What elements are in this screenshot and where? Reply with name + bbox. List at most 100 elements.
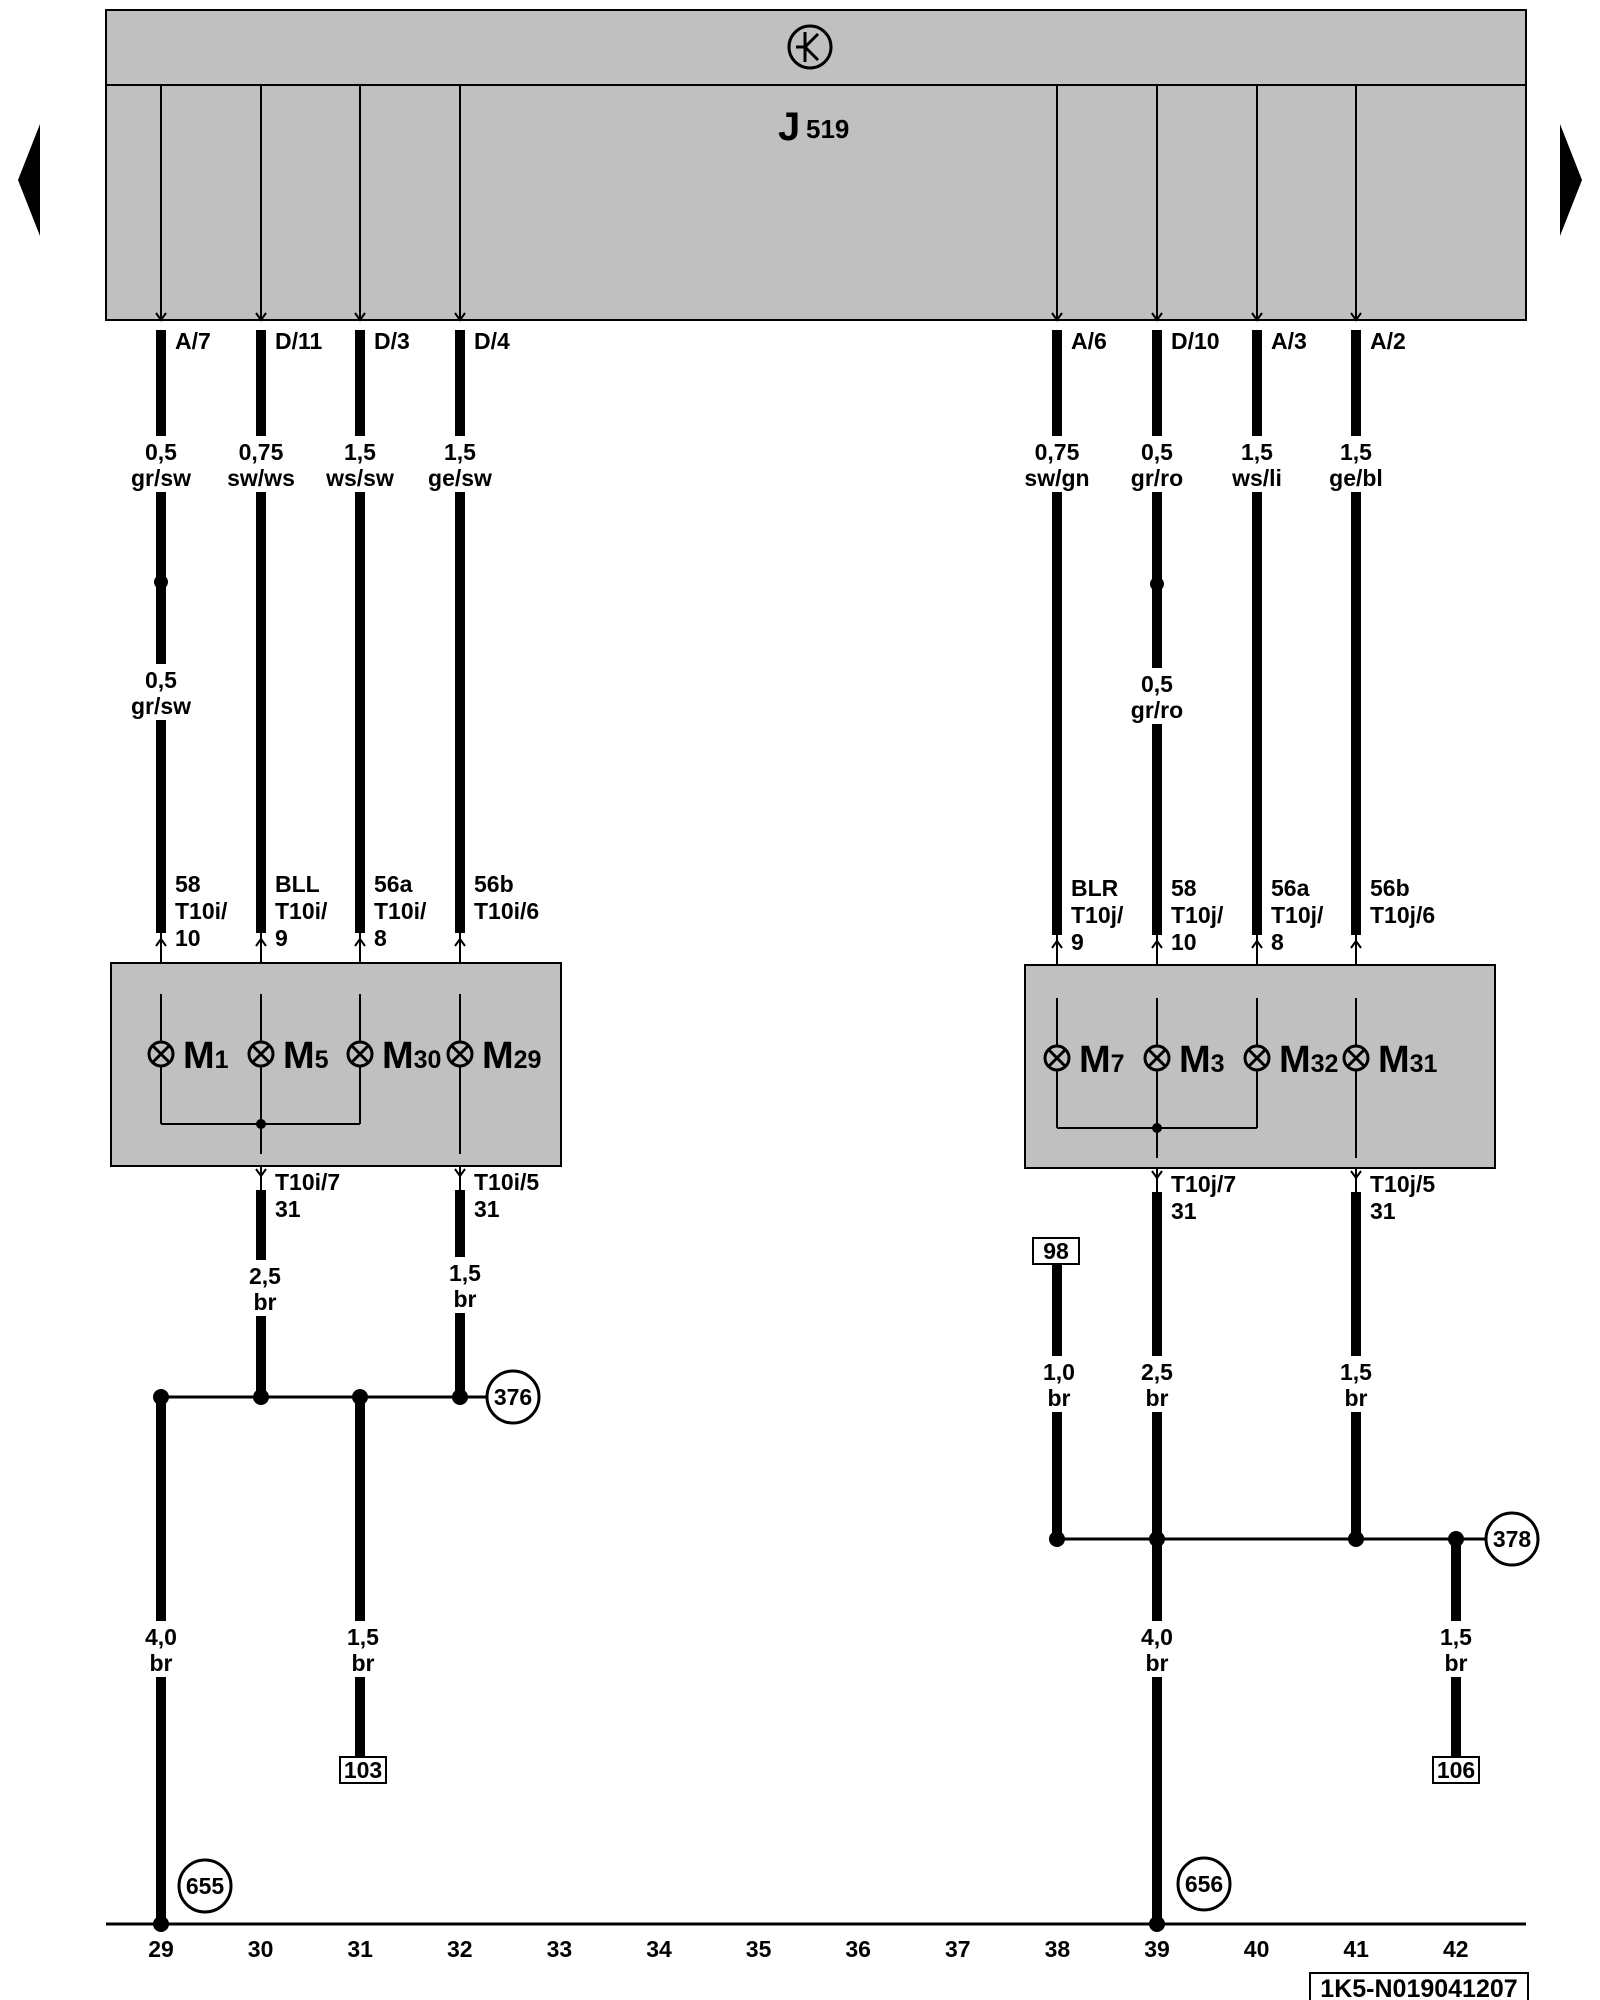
module-pin-label: 31 [1370,1198,1396,1224]
module-pin-label: T10j/6 [1370,902,1435,928]
module-pin-label: T10i/ [175,898,228,924]
wire-label-bg [322,436,398,492]
module-pin-label: 10 [175,925,201,951]
wire-size: 1,5 [347,1624,379,1650]
lamp-icon [1043,1044,1071,1072]
module-pin-label: 56b [1370,875,1410,901]
junction-dot [452,1389,468,1405]
wire-size: 1,5 [1340,439,1372,465]
lamp-label-sub: 5 [315,1046,329,1074]
track-number: 34 [646,1936,672,1962]
lamp-icon [346,1040,374,1068]
wire-size: 1,5 [444,439,476,465]
module-pin-label: 31 [1171,1198,1197,1224]
svg-text:656: 656 [1185,1871,1223,1897]
track-number: 29 [148,1936,174,1962]
module-pin-label: T10i/ [374,898,427,924]
wire-color: gr/ro [1131,697,1183,723]
pin-arrow [1251,939,1263,949]
pin-arrow [255,312,267,322]
module-pin-label: T10j/5 [1370,1171,1435,1197]
module-pin-label: 10 [1171,929,1197,955]
pin-arrow [354,937,366,947]
junction-dot [352,1389,368,1405]
control-unit-housing [105,9,1527,321]
pin-label: D/3 [374,328,410,354]
wire-color: ws/sw [325,465,394,491]
wire-size: 1,5 [1440,1624,1472,1650]
pin-label: D/11 [275,328,323,354]
track-number: 32 [447,1936,473,1962]
wire-size: 1,5 [1340,1359,1372,1385]
module-pin-label: 31 [275,1196,301,1222]
wire-size: 4,0 [1141,1624,1173,1650]
track-number: 33 [547,1936,573,1962]
pin-label: D/10 [1171,328,1220,354]
pin-arrow [155,312,167,322]
splice-dot [1150,577,1164,591]
lamp-icon [247,1040,275,1068]
module-pin-label: T10j/7 [1171,1171,1236,1197]
lamp-icon [1342,1044,1370,1072]
wire-label-bg [1318,1356,1394,1412]
module-pin-label: 58 [1171,875,1197,901]
svg-text:98: 98 [1043,1238,1069,1264]
wire-size: 0,75 [1035,439,1080,465]
reference-103: 103 [339,1756,387,1784]
pin-label: A/3 [1271,328,1307,354]
junction-dot [253,1389,269,1405]
wire-color: gr/sw [131,465,191,491]
track-number: 39 [1144,1936,1170,1962]
pin-label: A/2 [1370,328,1406,354]
wire-color: br [1048,1385,1071,1411]
wire-label-bg [1119,436,1195,492]
module-pin-label: T10i/ [275,898,328,924]
right-lamp-module [1024,964,1496,1169]
lamp-icon [446,1040,474,1068]
triangle-right-icon[interactable] [1560,124,1582,236]
wire-label-bg [1418,1621,1494,1677]
module-pin-label: T10j/ [1171,902,1224,928]
lamp-label-sub: 3 [1211,1050,1225,1078]
wire-label-bg [422,436,498,492]
track-number: 42 [1443,1936,1469,1962]
ground-point-655: 655 [177,1858,233,1914]
wire-size: 1,5 [1241,439,1273,465]
lamp-label-sub: 1 [215,1046,229,1074]
module-pin-label: T10i/7 [275,1169,340,1195]
track-number: 41 [1343,1936,1369,1962]
wire-label-bg [1119,1621,1195,1677]
track-number: 36 [845,1936,871,1962]
pin-arrow [1251,312,1263,322]
pin-arrow [1350,939,1362,949]
track-number: 31 [347,1936,373,1962]
reference-98: 98 [1032,1237,1080,1265]
pin-arrow [1151,312,1163,322]
reference-106: 106 [1432,1756,1480,1784]
wire-label-bg [123,436,199,492]
wire-label-bg [123,664,199,720]
diagram-id: 1K5-N019041207 [1309,1972,1529,2000]
module-pin-label: 9 [275,925,288,951]
wire-label-bg [223,436,299,492]
junction-dots [153,575,1464,1932]
control-unit-label: J [778,105,800,149]
lamp-label: M29 [482,1035,541,1077]
module-pin-label: 8 [374,925,387,951]
module-pin-label: 8 [1271,929,1284,955]
wire-color: gr/ro [1131,465,1183,491]
lamp-label-sub: 30 [414,1046,442,1074]
pin-label: A/7 [175,328,211,354]
svg-text:103: 103 [344,1757,382,1783]
bus-dot [1152,1123,1162,1133]
wire-size: 4,0 [145,1624,177,1650]
junction-dot [1348,1531,1364,1547]
pin-arrow [255,937,267,947]
ground-point-376: 376 [485,1369,541,1425]
triangle-left-icon[interactable] [18,124,40,236]
track-number: 40 [1244,1936,1270,1962]
module-pin-label: 56b [474,871,514,897]
internal-connections [155,86,1362,1193]
lamp-label-sub: 29 [514,1046,542,1074]
